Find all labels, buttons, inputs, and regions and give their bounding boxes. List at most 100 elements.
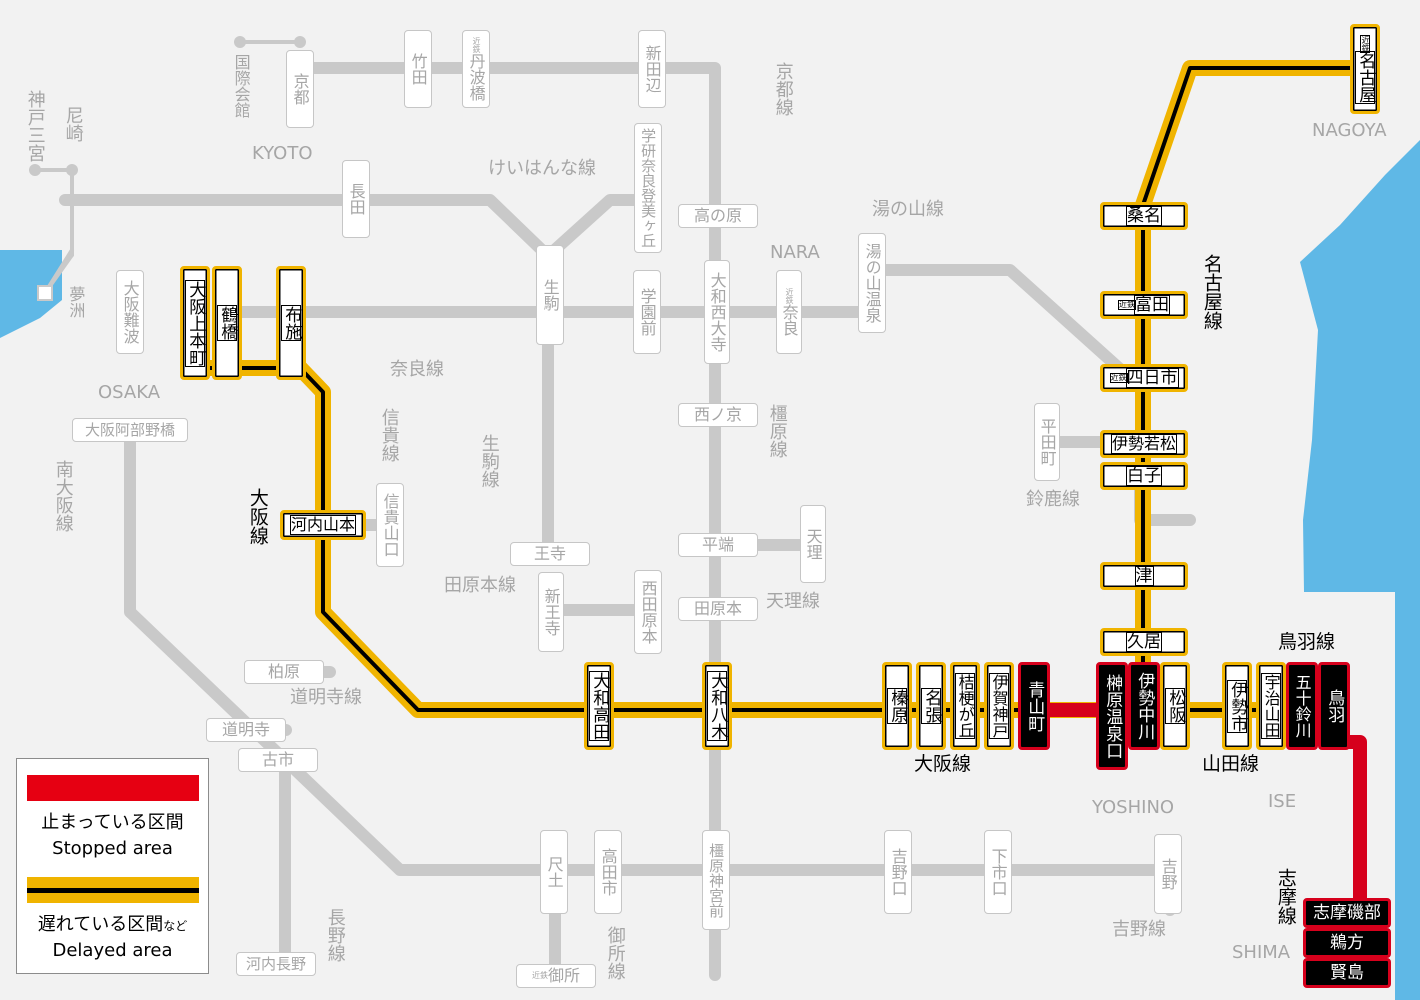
- station-shintanabe[interactable]: 新田辺: [638, 30, 666, 108]
- station-kashiwara[interactable]: 柏原: [244, 660, 324, 684]
- station-yamato-saidaiji[interactable]: 大和西大寺: [704, 260, 730, 364]
- station-kintetsu-nagoya[interactable]: 近鉄名古屋: [1350, 24, 1380, 114]
- station-nishinokyo[interactable]: 西ノ京: [678, 403, 758, 427]
- label-yunoyama-line: 湯の山線: [872, 199, 944, 220]
- station-fuse[interactable]: 布施: [276, 266, 306, 380]
- station-shima-isobe[interactable]: 志摩磯部: [1303, 898, 1391, 928]
- station-gakken-nara-tomigaoka[interactable]: 学研奈良登美ヶ丘: [634, 123, 662, 253]
- label-shigi-line: 信貴線: [378, 408, 400, 462]
- legend-delayed-swatch: [27, 877, 199, 903]
- station-shimoichiguchi[interactable]: 下市口: [984, 830, 1012, 914]
- station-kikyogaoka[interactable]: 桔梗が丘: [950, 662, 980, 750]
- label-kashihara-line: 橿原線: [766, 404, 788, 458]
- station-oji[interactable]: 王寺: [510, 542, 590, 566]
- station-nishi-tawaramoto[interactable]: 西田原本: [634, 570, 662, 654]
- label-yumeshima: 夢洲: [66, 286, 86, 318]
- label-nara-en: NARA: [770, 242, 820, 263]
- yumeshima-marker: [37, 285, 53, 301]
- station-osaka-uehommachi[interactable]: 大阪上本町: [180, 266, 210, 380]
- station-kintetsu-tomida[interactable]: 近鉄富田: [1100, 291, 1188, 319]
- station-takanohara[interactable]: 高の原: [678, 204, 758, 228]
- label-suzuka-line: 鈴鹿線: [1026, 489, 1080, 510]
- station-kintetsu-nara[interactable]: 近鉄奈良: [776, 270, 802, 354]
- station-tenri[interactable]: 天理: [800, 505, 826, 583]
- station-furuichi[interactable]: 古市: [238, 748, 318, 772]
- label-kyoto-en: KYOTO: [252, 143, 313, 164]
- station-iseshi[interactable]: 伊勢市: [1222, 662, 1252, 750]
- station-yoshino[interactable]: 吉野: [1154, 834, 1182, 914]
- label-minami-osaka-line: 南大阪線: [52, 460, 74, 532]
- station-ugata[interactable]: 鵜方: [1303, 928, 1391, 958]
- osaka-bay: [0, 250, 62, 338]
- label-yoshino-line: 吉野線: [1112, 919, 1166, 940]
- station-hiratacho[interactable]: 平田町: [1034, 403, 1060, 481]
- station-domyoji[interactable]: 道明寺: [206, 718, 286, 742]
- station-haibara[interactable]: 榛原: [882, 662, 912, 750]
- station-nabari[interactable]: 名張: [916, 662, 946, 750]
- label-domyoji-line: 道明寺線: [290, 687, 362, 708]
- station-yamato-takada[interactable]: 大和高田: [584, 662, 614, 750]
- station-takeda[interactable]: 竹田: [404, 30, 432, 108]
- station-toba[interactable]: 鳥羽: [1318, 662, 1350, 750]
- station-ise-nakagawa[interactable]: 伊勢中川: [1128, 662, 1160, 750]
- station-kashihara-jingumae[interactable]: 橿原神宮前: [702, 830, 730, 930]
- station-sakakibara-onsenguchi[interactable]: 榊原温泉口: [1096, 662, 1128, 770]
- station-tsuruhashi[interactable]: 鶴橋: [212, 266, 242, 380]
- legend: 止まっている区間 Stopped area 遅れている区間など Delayed …: [16, 758, 209, 974]
- station-shinoji[interactable]: 新王寺: [538, 572, 564, 652]
- station-osaka-namba[interactable]: 大阪難波: [116, 270, 144, 354]
- label-yamada-line: 山田線: [1202, 753, 1260, 775]
- station-yoshinoguchi[interactable]: 吉野口: [884, 830, 912, 914]
- station-yamato-yagi[interactable]: 大和八木: [702, 662, 732, 750]
- station-uji-yamada[interactable]: 宇治山田: [1256, 662, 1286, 750]
- label-kyoto-line: 京都線: [772, 62, 794, 116]
- station-kintetsu-gose[interactable]: 近鉄御所: [516, 964, 596, 988]
- station-shiroko[interactable]: 白子: [1100, 462, 1188, 490]
- label-tenri-line: 天理線: [766, 591, 820, 612]
- label-keihanna-line: けいはんな線: [488, 158, 596, 179]
- station-kawachi-nagano[interactable]: 河内長野: [236, 952, 316, 976]
- label-yoshino-en: YOSHINO: [1092, 797, 1175, 818]
- station-ise-wakamatsu[interactable]: 伊勢若松: [1100, 430, 1188, 458]
- station-kyoto[interactable]: 京都: [286, 50, 314, 128]
- station-tsu[interactable]: 津: [1100, 562, 1188, 590]
- label-osaka-line-horizontal: 大阪線: [914, 753, 972, 775]
- station-shakudo[interactable]: 尺土: [540, 830, 568, 914]
- delayed-tracks: [200, 60, 1373, 718]
- station-ikoma[interactable]: 生駒: [536, 245, 564, 345]
- station-kashikojima[interactable]: 賢島: [1303, 958, 1391, 988]
- legend-delayed-jp: 遅れている区間など: [37, 914, 188, 935]
- ise-bay: [1300, 140, 1420, 1000]
- station-kintetsu-yokkaichi[interactable]: 近鉄四日市: [1100, 364, 1188, 392]
- label-nagoya-en: NAGOYA: [1312, 120, 1387, 141]
- station-kokusai-kaikan[interactable]: 国際会館: [231, 54, 251, 118]
- station-nagata[interactable]: 長田: [342, 160, 370, 238]
- station-kawachi-yamamoto[interactable]: 河内山本: [280, 510, 366, 540]
- legend-stopped-en: Stopped area: [52, 838, 173, 859]
- station-kuwana[interactable]: 桑名: [1100, 202, 1188, 230]
- station-hisai[interactable]: 久居: [1100, 628, 1188, 656]
- station-takadashi[interactable]: 高田市: [594, 830, 622, 914]
- legend-delayed-en: Delayed area: [52, 940, 173, 961]
- station-yunoyama-onsen[interactable]: 湯の山温泉: [858, 233, 886, 333]
- station-isuzugawa[interactable]: 五十鈴川: [1286, 662, 1318, 750]
- label-kobe-sannomiya: 神戸三宮: [24, 90, 46, 162]
- station-kintetsu-tanbabashi[interactable]: 近鉄丹波橋: [462, 30, 490, 108]
- station-osaka-abenobashi[interactable]: 大阪阿部野橋: [72, 418, 188, 442]
- label-gose-line: 御所線: [604, 926, 626, 980]
- label-osaka-en: OSAKA: [98, 382, 161, 403]
- station-iga-kambe[interactable]: 伊賀神戸: [984, 662, 1014, 750]
- label-osaka-line-vertical: 大阪線: [246, 488, 269, 545]
- label-shima-line: 志摩線: [1274, 868, 1297, 925]
- station-tawaramoto[interactable]: 田原本: [678, 597, 758, 621]
- station-aoyamacho[interactable]: 青山町: [1018, 662, 1050, 750]
- label-nagano-line: 長野線: [324, 908, 346, 962]
- station-matsusaka[interactable]: 松阪: [1160, 662, 1190, 750]
- label-ise-en: ISE: [1268, 791, 1297, 812]
- station-hiraha[interactable]: 平端: [678, 533, 758, 557]
- track-dots: [29, 36, 306, 176]
- station-gakuenmae[interactable]: 学園前: [633, 270, 661, 354]
- label-amagasaki: 尼崎: [62, 106, 84, 142]
- legend-stopped-swatch: [27, 775, 199, 801]
- station-shigisanguchi[interactable]: 信貴山口: [376, 483, 404, 567]
